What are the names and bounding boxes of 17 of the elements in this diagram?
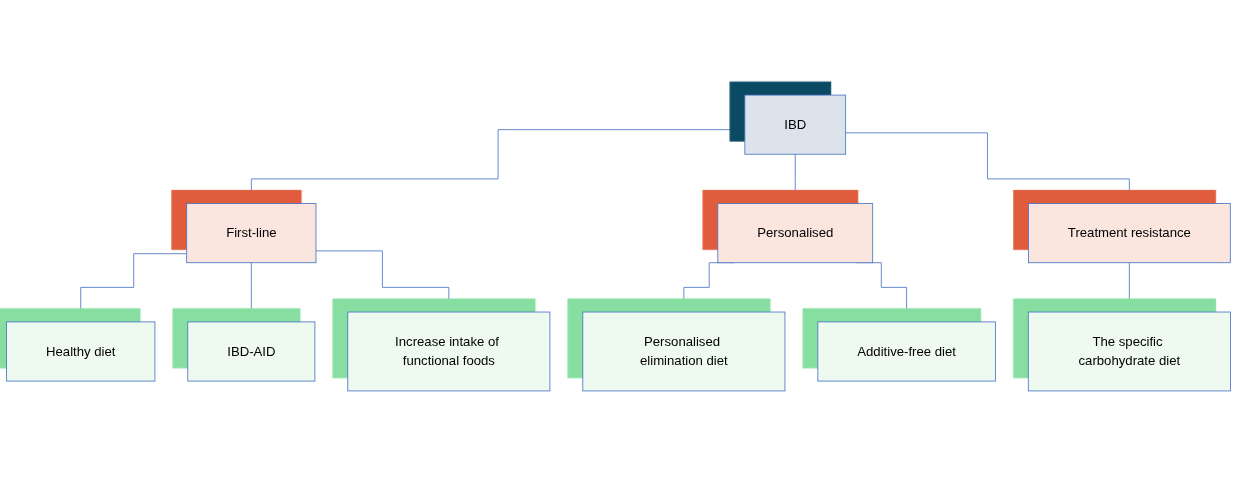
node-box: IBD — [744, 94, 847, 155]
node-box: Additive-free diet — [817, 321, 996, 382]
connector — [250, 129, 746, 204]
node-box: Personalised elimination diet — [582, 311, 786, 392]
connector — [80, 253, 188, 323]
node-box: Treatment resistance — [1028, 203, 1231, 264]
node-box: Healthy diet — [6, 321, 156, 382]
node-box: Increase intake of functional foods — [347, 311, 551, 392]
node-box: First-line — [186, 203, 317, 264]
connector — [845, 132, 1130, 204]
connector — [250, 262, 252, 323]
connector — [315, 250, 450, 313]
connector — [794, 153, 796, 204]
node-box: IBD-AID — [187, 321, 316, 382]
node-box: Personalised — [717, 203, 874, 264]
connector — [1128, 262, 1130, 313]
node-box: The specific carbohydrate diet — [1027, 311, 1231, 392]
